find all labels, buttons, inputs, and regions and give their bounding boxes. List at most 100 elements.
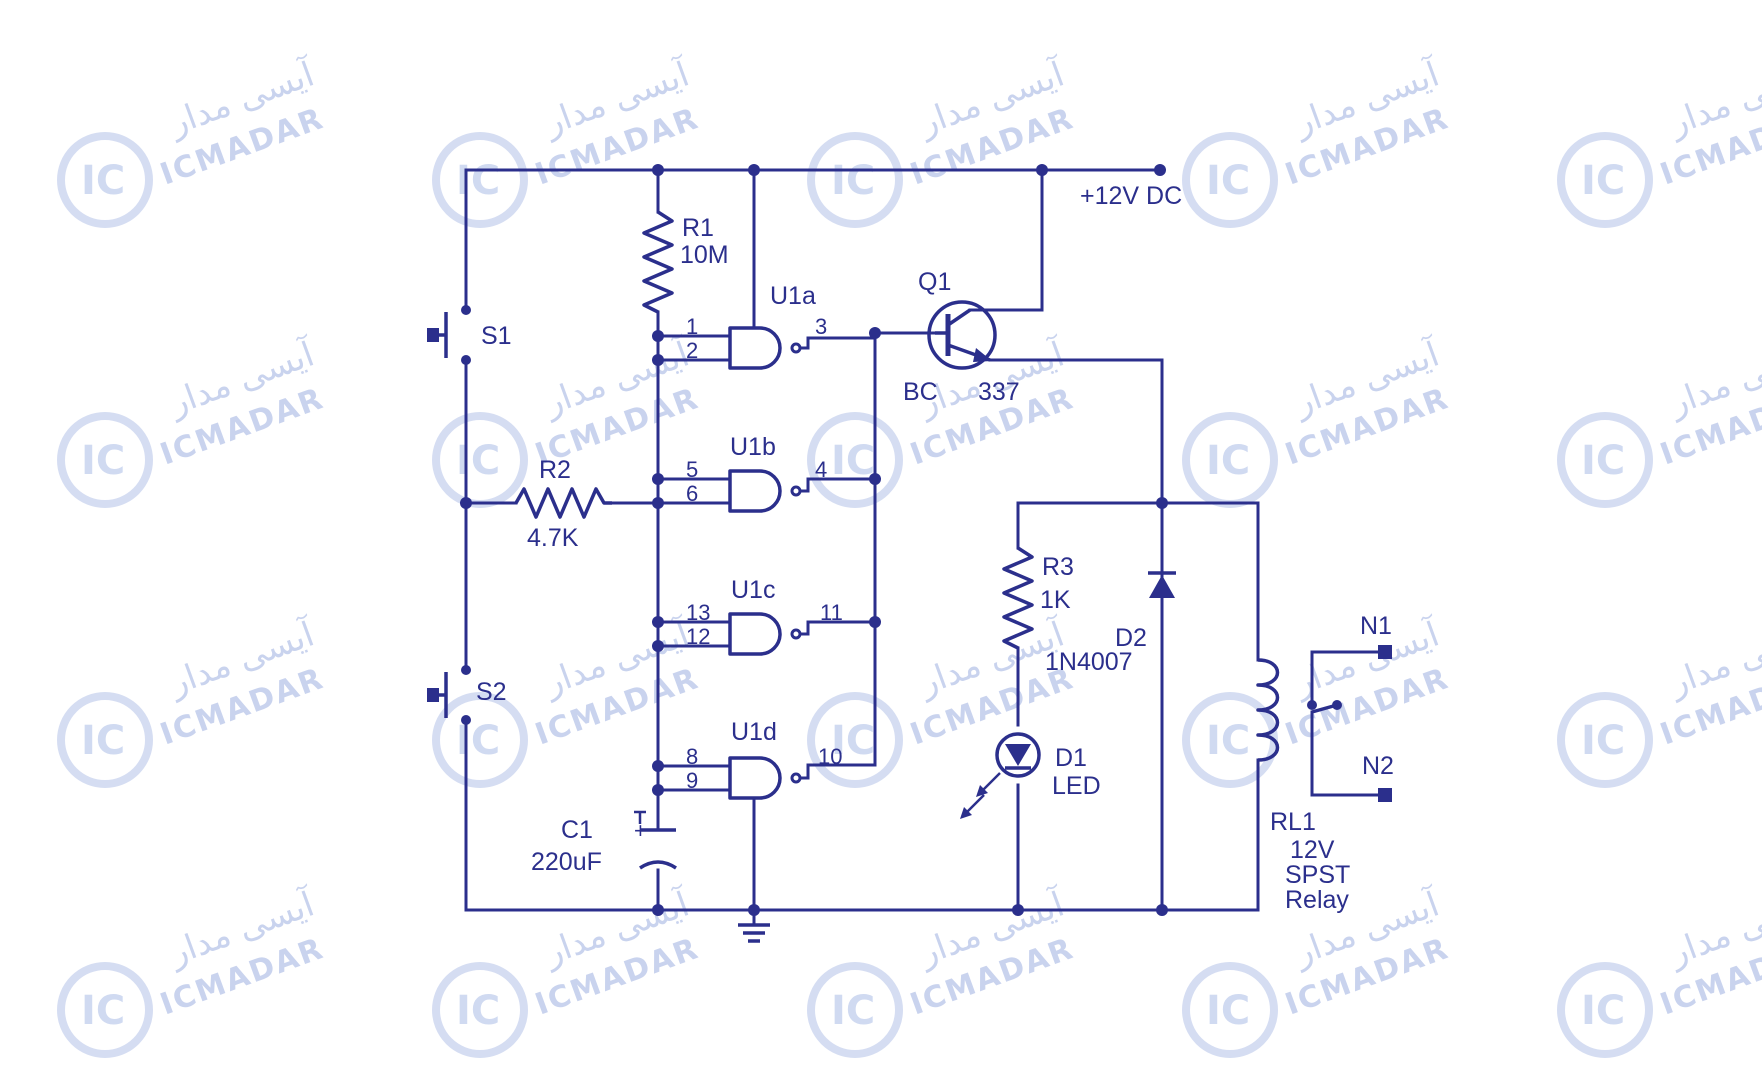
watermark-logo <box>432 962 528 1058</box>
nand-gate-u1d <box>728 756 802 800</box>
junction-dot <box>652 616 664 628</box>
label-d1-name: D1 <box>1055 744 1087 772</box>
labels: +12V DC S1 S2 R1 10M R2 4.7K R3 1K U1a U… <box>476 182 1394 914</box>
watermark-logo-text: IC <box>81 988 125 1034</box>
watermark-logo-text: IC <box>81 438 125 484</box>
junction-dot <box>1012 904 1024 916</box>
pin-1: 1 <box>686 314 698 339</box>
pin-6: 6 <box>686 481 698 506</box>
junction-dot <box>652 640 664 652</box>
label-s1: S1 <box>481 322 512 350</box>
pin-10: 10 <box>818 744 842 769</box>
ground-symbol <box>738 923 770 943</box>
label-rl1-name: RL1 <box>1270 808 1316 836</box>
resistor-r2 <box>514 487 612 519</box>
watermark-logo-text: IC <box>81 158 125 204</box>
watermark-logo <box>1557 962 1653 1058</box>
watermark-logo <box>1557 412 1653 508</box>
watermark-logo <box>1557 132 1653 228</box>
watermark-logo-text: IC <box>1206 718 1250 764</box>
watermark-logo <box>1182 962 1278 1058</box>
label-r3-name: R3 <box>1042 553 1074 581</box>
watermark-logo-text: IC <box>81 718 125 764</box>
pin-13: 13 <box>686 600 710 625</box>
label-n1: N1 <box>1360 612 1392 640</box>
junction-dot <box>652 784 664 796</box>
junction-dot <box>748 164 760 176</box>
label-s2: S2 <box>476 678 507 706</box>
nand-gate-u1a <box>728 326 802 370</box>
junction-dot <box>1156 497 1168 509</box>
pin-9: 9 <box>686 768 698 793</box>
watermark-logo-text: IC <box>831 158 875 204</box>
watermark-logo-text: IC <box>1206 158 1250 204</box>
watermark-logo <box>432 692 528 788</box>
pin-5: 5 <box>686 457 698 482</box>
label-c1-value: 220uF <box>531 848 602 876</box>
label-q1-name: Q1 <box>918 268 951 296</box>
label-u1d: U1d <box>731 718 777 746</box>
label-d2-value: 1N4007 <box>1045 648 1133 676</box>
label-q1-part-a: BC <box>903 378 938 406</box>
label-rl1-line3: Relay <box>1285 886 1349 914</box>
junction-dot <box>652 330 664 342</box>
label-d2-name: D2 <box>1115 624 1147 652</box>
diode-d2 <box>1148 571 1176 598</box>
junction-dot <box>1036 164 1048 176</box>
junction-dot <box>748 904 760 916</box>
pin-numbers: 1 2 3 5 6 4 13 12 11 8 9 10 <box>686 314 843 793</box>
label-rl1-line1: 12V <box>1290 836 1335 864</box>
watermark-logo <box>807 132 903 228</box>
pin-3: 3 <box>815 314 827 339</box>
switch-s2 <box>427 665 471 725</box>
watermark-logo-text: IC <box>1581 158 1625 204</box>
watermark-logo-text: IC <box>456 988 500 1034</box>
label-r3-value: 1K <box>1040 586 1071 614</box>
watermark-logo-text: IC <box>1581 438 1625 484</box>
terminal-n2 <box>1378 788 1392 802</box>
junction-dot <box>460 497 472 509</box>
watermark-logo <box>807 962 903 1058</box>
label-d1-value: LED <box>1052 772 1101 800</box>
watermark-logo-text: IC <box>1581 988 1625 1034</box>
label-supply: +12V DC <box>1080 182 1182 210</box>
junction-dot <box>652 904 664 916</box>
junction-dot <box>869 616 881 628</box>
pin-4: 4 <box>815 457 827 482</box>
capacitor-c1 <box>634 810 677 870</box>
watermark-logo-text: IC <box>831 438 875 484</box>
relay-contacts <box>1307 645 1392 802</box>
supply-terminal <box>1154 164 1166 176</box>
label-c1-name: C1 <box>561 816 593 844</box>
label-r1-name: R1 <box>682 214 714 242</box>
watermark-logo-text: IC <box>1581 718 1625 764</box>
label-c1-polarity: + <box>634 818 647 843</box>
label-r2-value: 4.7K <box>527 524 579 552</box>
watermark-logo <box>57 412 153 508</box>
pin-8: 8 <box>686 744 698 769</box>
junction-dot <box>869 473 881 485</box>
pin-11: 11 <box>820 600 843 625</box>
nand-gate-u1c <box>728 612 802 656</box>
label-rl1-line2: SPST <box>1285 861 1350 889</box>
label-r2-name: R2 <box>539 456 571 484</box>
junction-dot <box>652 760 664 772</box>
junction-dot <box>652 164 664 176</box>
resistor-r3 <box>1002 546 1034 650</box>
watermark-logo-text: IC <box>831 988 875 1034</box>
watermark-logo-text: IC <box>1206 438 1250 484</box>
transistor-q1 <box>927 300 997 370</box>
junctions <box>460 164 1168 916</box>
terminal-n1 <box>1378 645 1392 659</box>
nand-gate-u1b <box>728 469 802 513</box>
